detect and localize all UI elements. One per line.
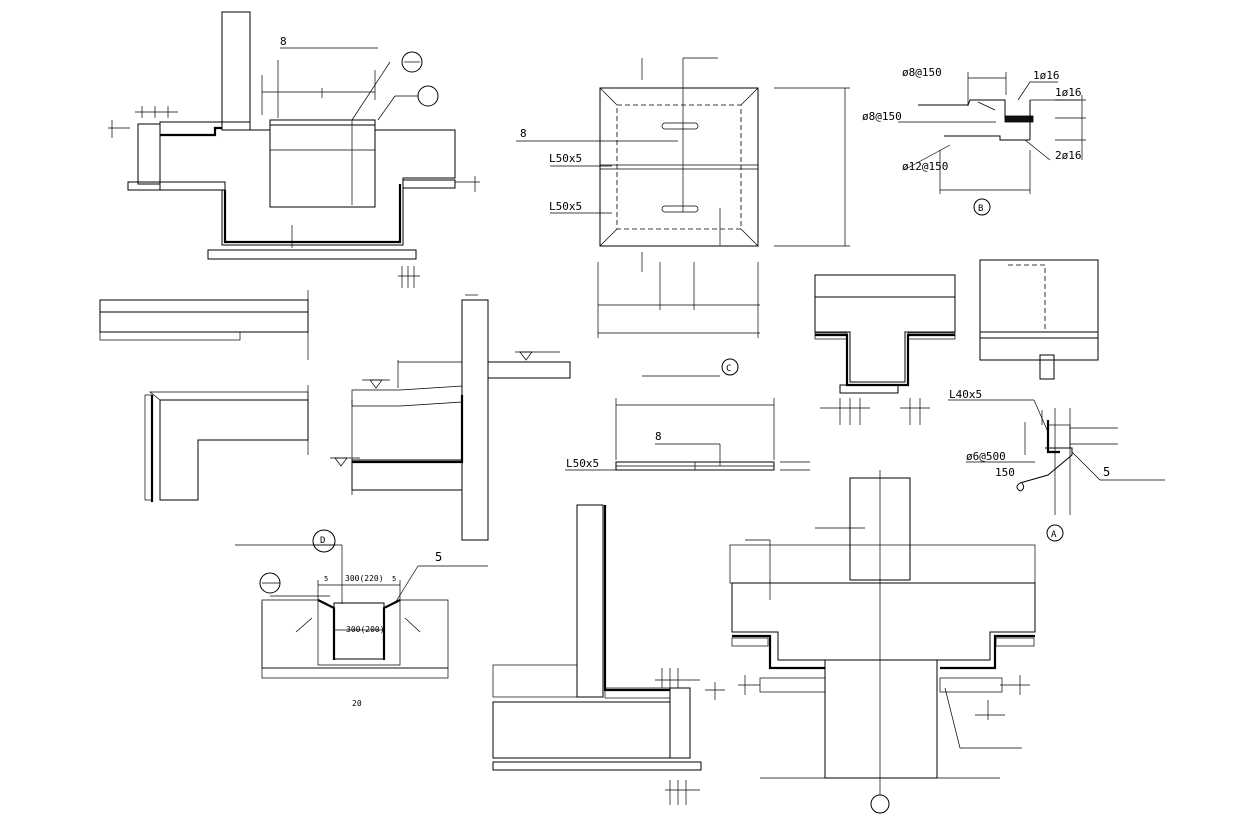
callout-circle [401,51,423,73]
dimension-label: 5 [1103,465,1110,479]
detail-c-marker [721,358,739,376]
detail-a-label: A [1051,530,1057,540]
cover-plate-elevation: 8 L50x5 [565,398,810,471]
rebar-label: 1ø16 [1055,86,1082,99]
dimension-label: 8 [280,35,287,48]
steel-label: L50x5 [549,152,582,165]
brick-wall [137,123,161,185]
beam-section-details [814,259,1099,425]
wall-base-detail [492,504,725,805]
detail-c-label: C [726,364,731,374]
dimension-label: 5 [435,550,442,564]
detail-b-label: B [978,204,983,214]
rebar-label: ø6@500 [966,450,1006,463]
angle-edge-detail-a: L40x5 ø6@500 150 5 A [948,388,1165,542]
steel-label: L40x5 [949,388,982,401]
pit-opening [269,124,376,208]
dimension-label: 5 [324,575,328,583]
wall-section [221,11,251,131]
waterproofing-layer [223,184,402,244]
steel-label: L50x5 [549,200,582,213]
detail-b-marker [973,198,991,216]
column-footing-detail [729,470,1036,814]
rebar-label: 2ø16 [1055,149,1082,162]
rebar-label: ø12@150 [902,160,948,173]
detail-d-marker [312,529,336,553]
rebar-detail-b: ø8@150 1ø16 1ø16 ø8@150 2ø16 ø12@150 B [862,66,1086,216]
width-label: 300(200) [346,625,385,634]
length-label: 150 [995,466,1015,479]
rebar-label: ø8@150 [862,110,902,123]
dimension-label: 5 [392,575,396,583]
cover-plate-plan: 8 L50x5 L50x5 C [516,57,850,377]
slab-section [159,119,456,246]
dimension-label: 8 [520,127,527,140]
slab-edge-detail [99,290,309,502]
trench-section-d: D 5 300(220) 300(200) 5 5 20 [235,529,488,708]
pit-detail: 8 [108,11,480,288]
axis-marker [870,794,890,814]
steel-label: L50x5 [566,457,599,470]
rebar-label: ø8@150 [902,66,942,79]
callout-circle [417,85,439,107]
rebar-label: 1ø16 [1033,69,1060,82]
dimension-label: 8 [655,430,662,443]
detail-a-marker [1046,524,1064,542]
detail-d-label: D [320,536,325,546]
depth-label: 20 [352,699,362,708]
wall-floor-detail [330,294,571,541]
width-label: 300(220) [345,574,384,583]
